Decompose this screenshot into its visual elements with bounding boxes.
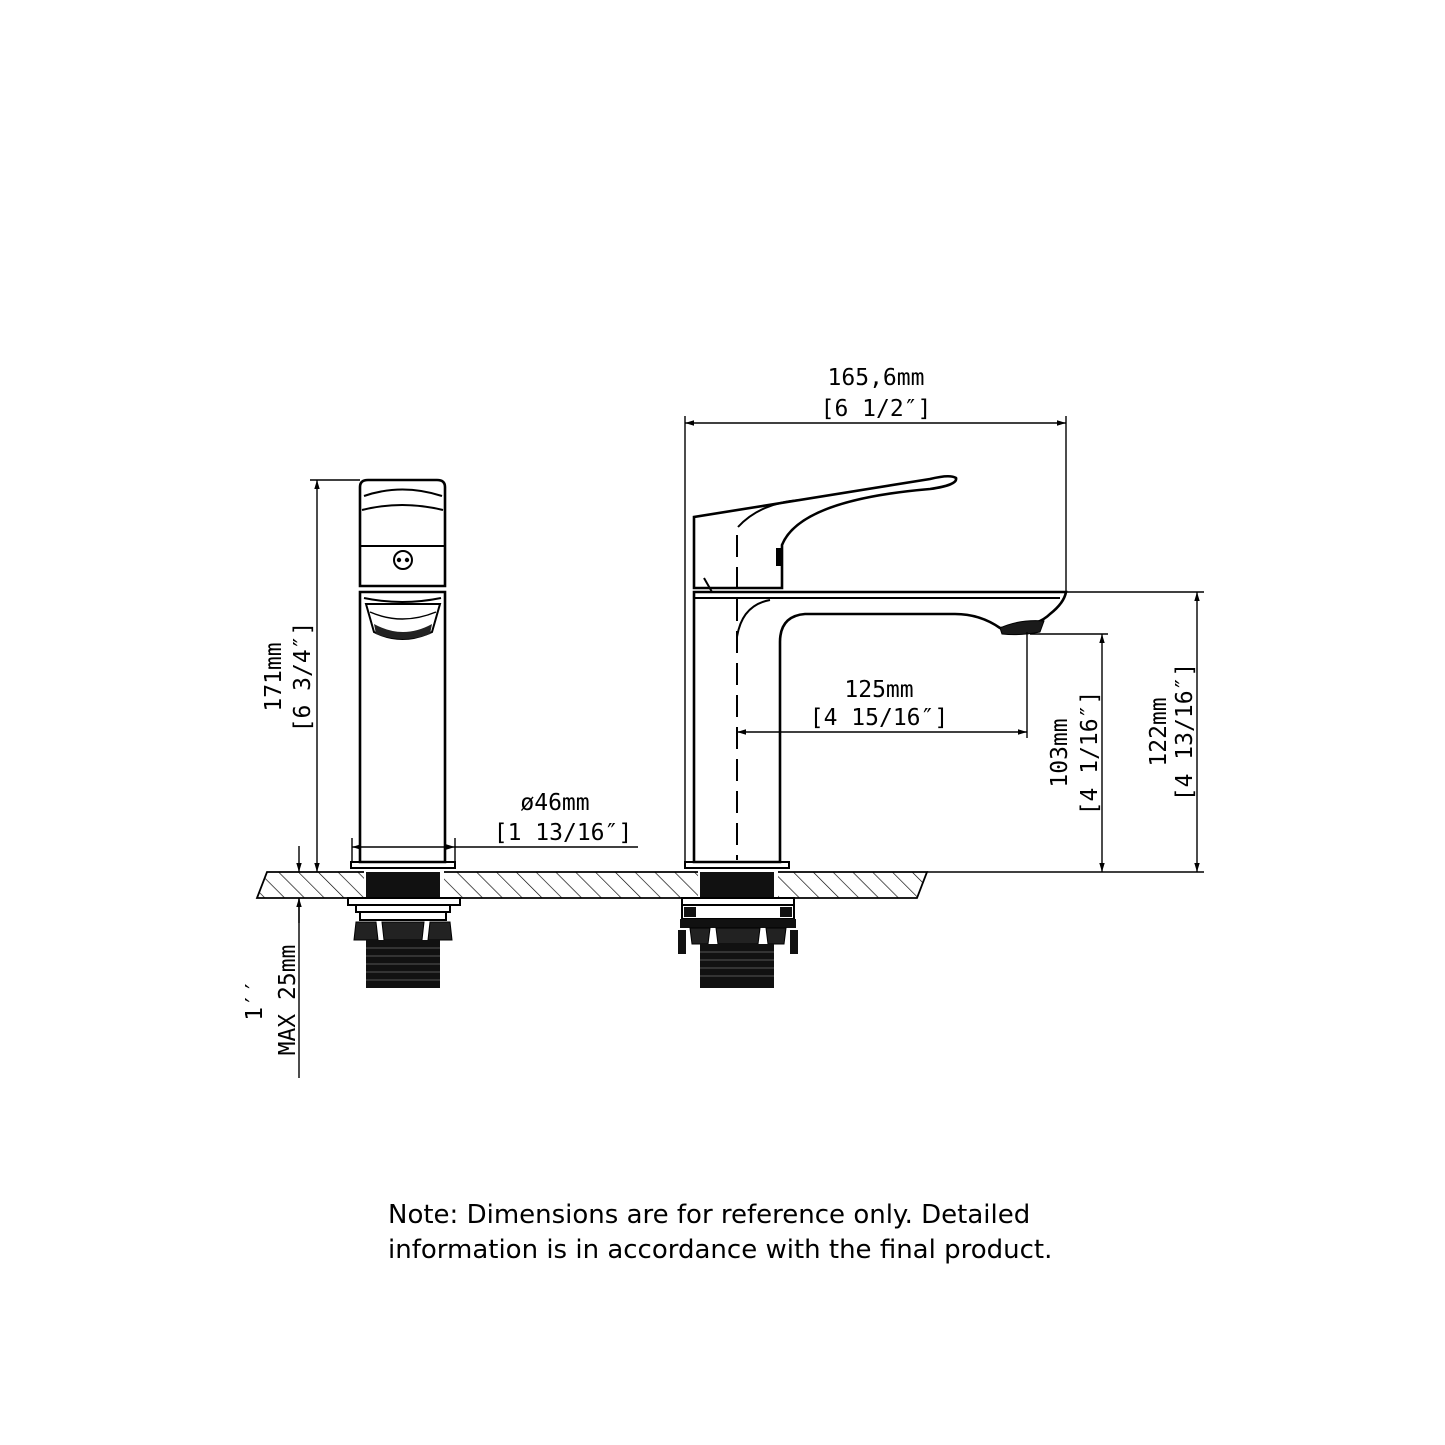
spout-reach-imperial: [4 15/16″] — [810, 705, 948, 731]
countertop — [255, 870, 929, 900]
dimension-total-height: 171mm [6 3/4″] — [261, 479, 360, 872]
overall-length-metric: 165,6mm — [828, 365, 925, 391]
deck-thickness-metric: MAX 25mm — [275, 945, 301, 1056]
reference-note: Note: Dimensions are for reference only.… — [388, 1198, 1108, 1268]
overall-length-imperial: [6 1/2″] — [821, 396, 932, 422]
total-height-imperial: [6 3/4″] — [290, 622, 316, 733]
body-height-metric: 122mm — [1146, 697, 1172, 766]
dimension-body-height: 122mm [4 13/16″] — [927, 591, 1204, 873]
dimension-base-diameter: ø46mm [1 13/16″] — [351, 790, 638, 862]
base-diameter-imperial: [1 13/16″] — [494, 820, 632, 846]
base-diameter-metric: ø46mm — [520, 790, 589, 816]
spout-reach-metric: 125mm — [844, 677, 913, 703]
deck-thickness-imperial: 1′′ — [242, 979, 268, 1021]
faucet-front-view — [678, 474, 1068, 988]
spout-height-imperial: [4 1/16″] — [1077, 691, 1103, 816]
faucet-side-view — [347, 478, 461, 988]
set-screw-icon — [393, 550, 413, 570]
body-height-imperial: [4 13/16″] — [1172, 663, 1198, 801]
dimension-spout-reach: 125mm [4 15/16″] — [737, 632, 1028, 738]
note-line-2: information is in accordance with the fi… — [388, 1235, 1053, 1265]
spout-height-metric: 103mm — [1047, 718, 1073, 787]
note-line-1: Note: Dimensions are for reference only.… — [388, 1200, 1031, 1230]
dimension-spout-height: 103mm [4 1/16″] — [1030, 633, 1108, 872]
dimension-overall-length: 165,6mm [6 1/2″] — [684, 365, 1067, 862]
dimension-deck-thickness: MAX 25mm 1′′ — [242, 846, 302, 1078]
total-height-metric: 171mm — [261, 642, 287, 711]
